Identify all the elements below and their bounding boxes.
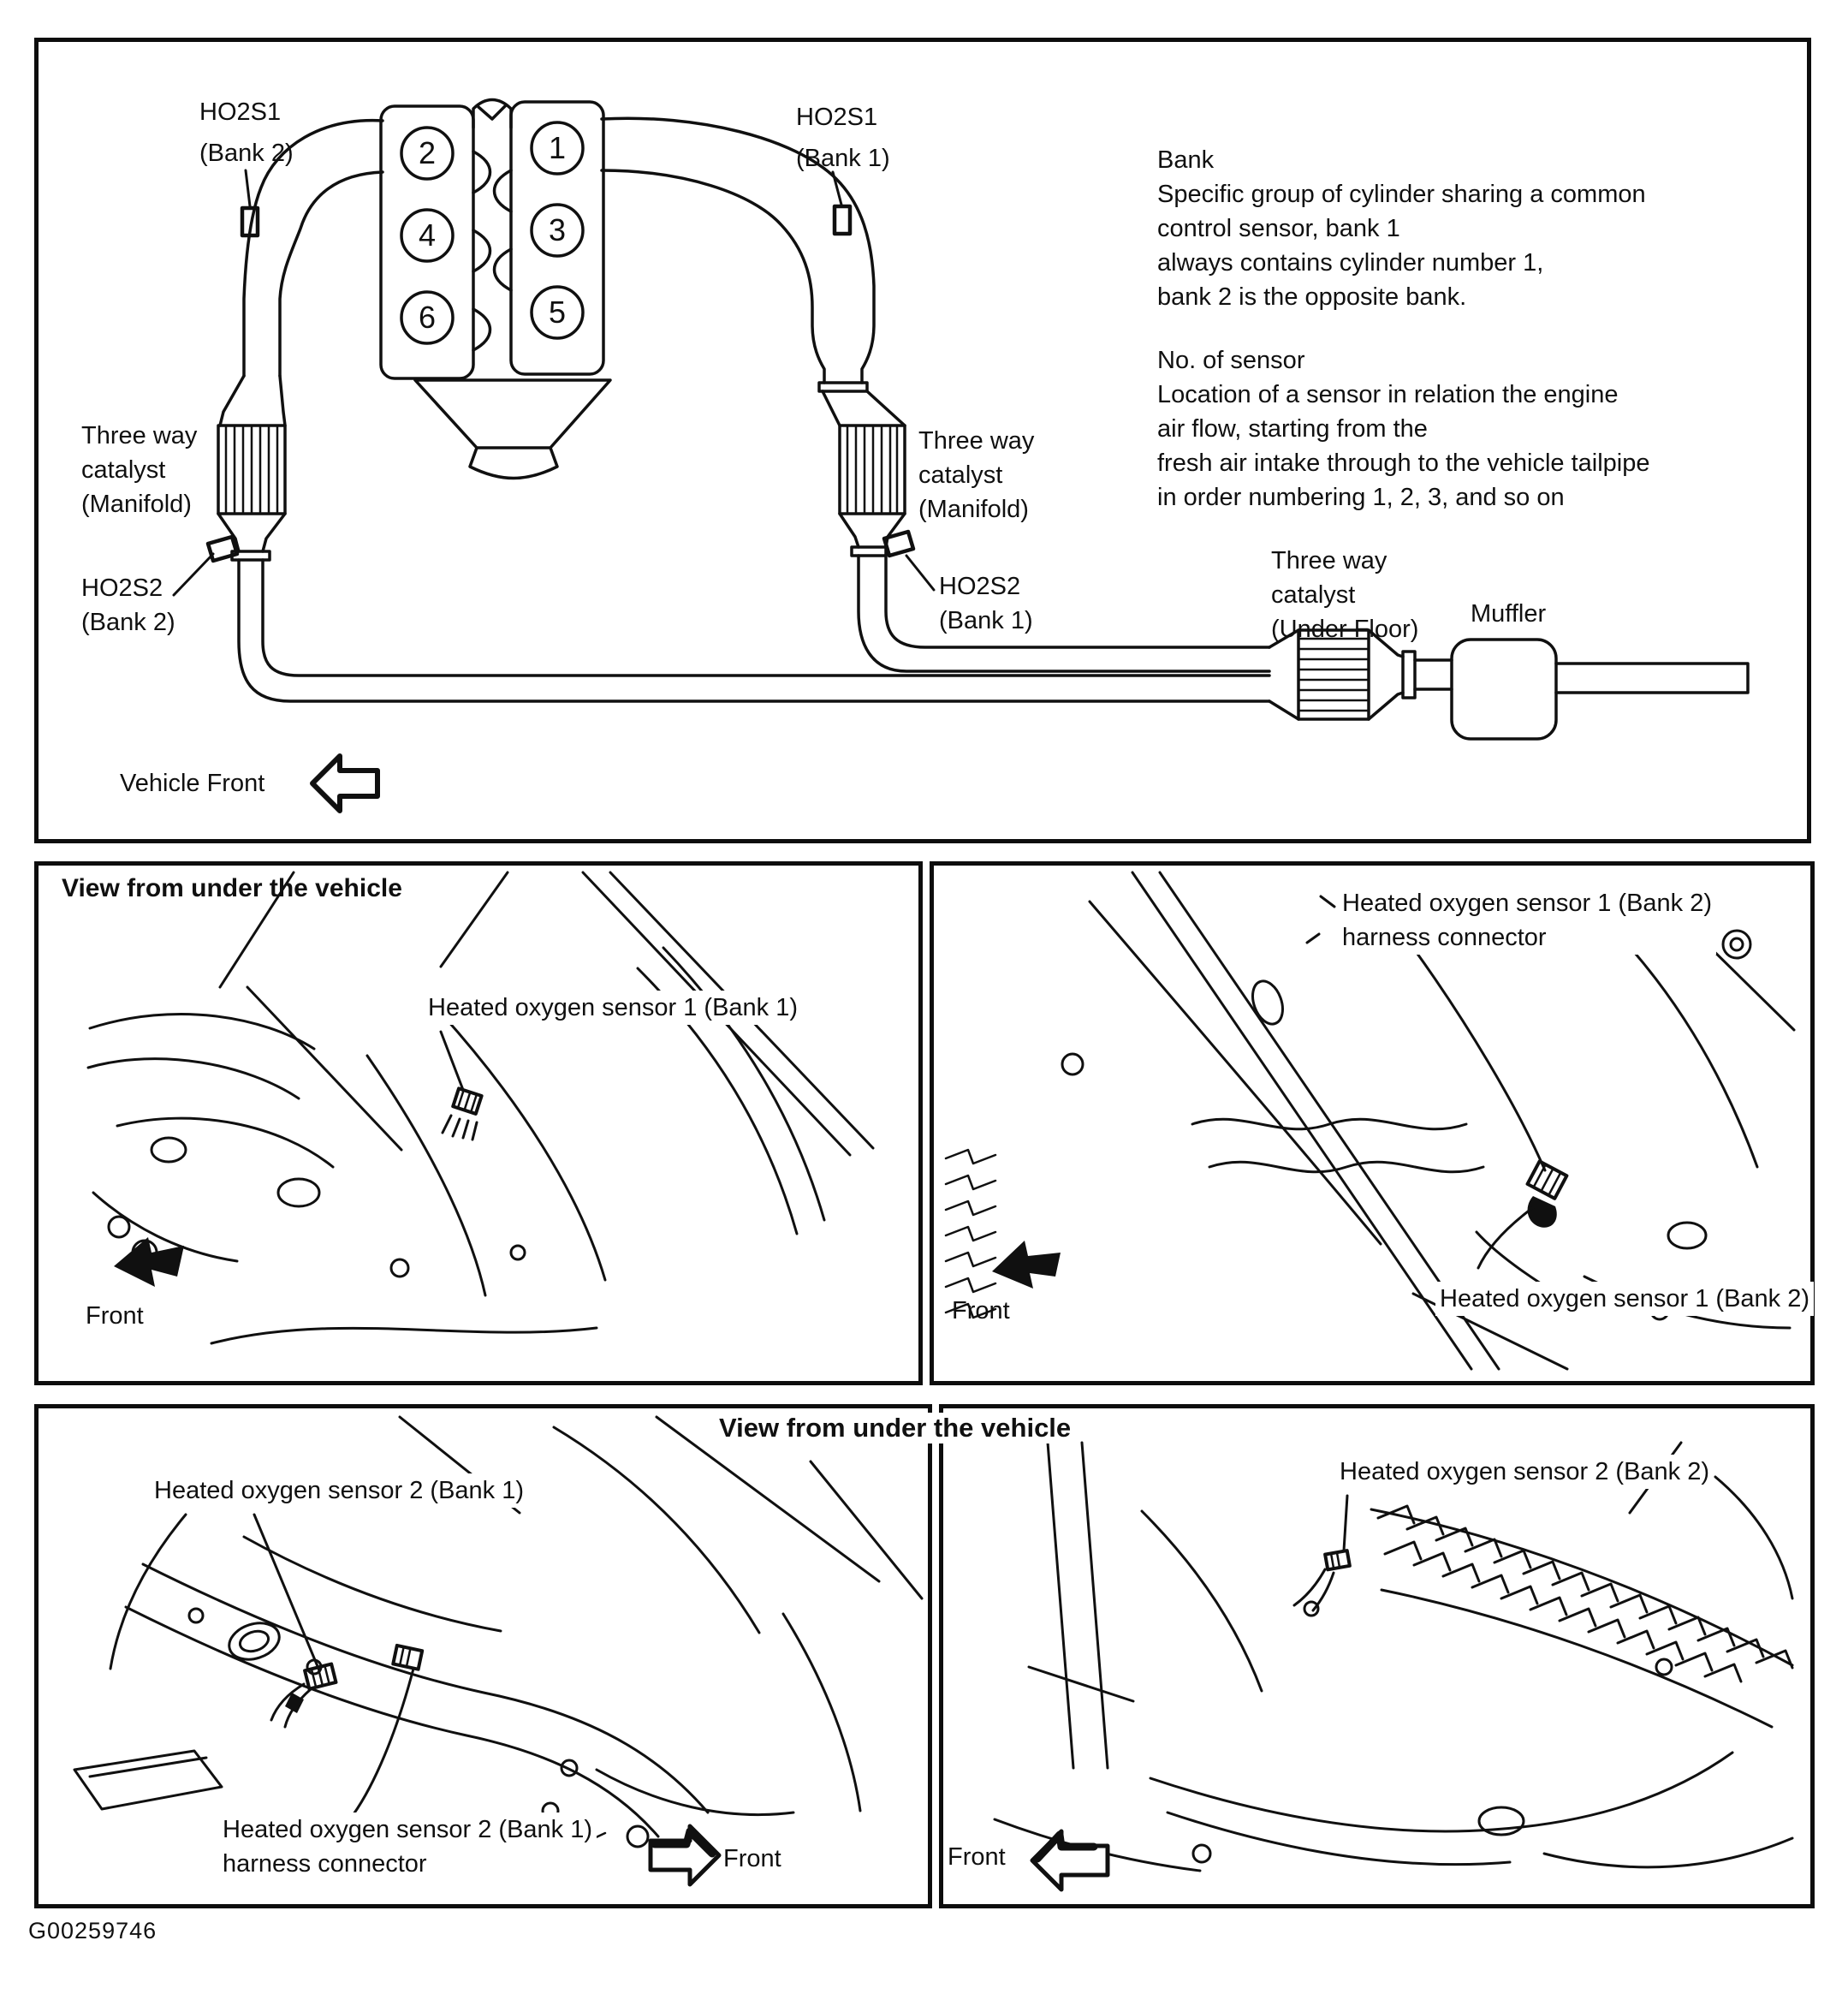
ho2s1-bank2-callout: Heated oxygen sensor 1 (Bank 2)	[1435, 1282, 1815, 1316]
ho2s1-bank1-sensor	[831, 170, 853, 236]
muffler-label: Muffler	[1471, 600, 1547, 628]
cylinder-2: 2	[419, 135, 436, 170]
front-label: Front	[952, 1297, 1010, 1324]
exhaust-schematic-drawing: 2 4 6 1 3 5	[172, 98, 1750, 813]
ho2s1-bank1-line1: HO2S1	[796, 104, 878, 131]
ho2s1-bank2-sensor	[240, 169, 260, 238]
vehicle-front-arrow-icon	[310, 753, 380, 813]
view-ho2s1-bank2-panel: Heated oxygen sensor 1 (Bank 2) harness …	[930, 861, 1815, 1385]
ho2s1-bank2-line1: HO2S1	[199, 98, 282, 126]
ho2s1-bank1-label: HO2S1 (Bank 1)	[796, 97, 890, 179]
figure-code: G00259746	[28, 1918, 157, 1943]
ho2s2-bank1-sensor	[882, 529, 936, 592]
cylinder-3: 3	[549, 212, 566, 247]
front-label: Front	[86, 1302, 144, 1330]
ho2s1-bank2-line2: (Bank 2)	[199, 140, 294, 167]
cylinder-1: 1	[549, 130, 566, 165]
front-arrow-icon	[114, 1237, 184, 1287]
bottom-view-title: View from under the vehicle	[710, 1413, 1080, 1443]
exhaust-pipe-bank2	[218, 118, 384, 427]
heat-shield-ribs	[1370, 1504, 1794, 1729]
view-ho2s2-bank1-panel: Heated oxygen sensor 2 (Bank 1) Heated o…	[34, 1404, 932, 1908]
front-arrow-icon	[1030, 1829, 1110, 1892]
front-label: Front	[948, 1843, 1006, 1871]
ho2s2-bank2-sensor-art	[1292, 1549, 1352, 1617]
ho2s1-bank2-connector-callout: Heated oxygen sensor 1 (Bank 2) harness …	[1338, 886, 1717, 955]
ho2s1-bank1-sensor-art	[439, 1030, 484, 1141]
view-title: View from under the vehicle	[62, 874, 402, 902]
front-arrow-icon	[648, 1824, 722, 1887]
undercar-line-art-ho2s2-bank1	[73, 1415, 924, 1887]
ho2s2-bank1-label: HO2S2 (Bank 1)	[939, 573, 1033, 634]
exhaust-downpipe-bank2	[237, 558, 1271, 703]
harness-connector-art	[1477, 1159, 1569, 1270]
exhaust-pipe-bank1	[600, 116, 906, 427]
three-way-catalyst-underfloor	[1268, 628, 1453, 721]
ho2s2-bank2-callout: Heated oxygen sensor 2 (Bank 2)	[1335, 1455, 1714, 1489]
ho2s2-bank1-connector-callout: Heated oxygen sensor 2 (Bank 1) harness …	[218, 1812, 597, 1881]
ho2s1-bank1-callout: Heated oxygen sensor 1 (Bank 1)	[424, 991, 803, 1025]
sensor-number-note: No. of sensor Location of a sensor in re…	[1157, 347, 1650, 511]
bank-definition-note: Bank Specific group of cylinder sharing …	[1157, 146, 1646, 311]
twc-manifold-left-label: Three way catalyst (Manifold)	[81, 422, 198, 518]
harness-connector-leader	[1411, 946, 1547, 1172]
engine-block	[379, 98, 612, 480]
ho2s1-bank1-line2: (Bank 1)	[796, 145, 890, 172]
cylinder-4: 4	[419, 217, 436, 253]
exhaust-downpipe-bank1	[857, 554, 1271, 673]
vehicle-front-label: Vehicle Front	[120, 770, 265, 797]
ho2s2-bank1-sensor-art	[270, 1662, 338, 1729]
view-ho2s1-bank1-panel: View from under the vehicle Heated oxyge…	[34, 861, 923, 1385]
cylinder-5: 5	[549, 295, 566, 330]
underhood-line-art-ho2s1-bank1	[86, 871, 875, 1345]
cylinder-6: 6	[419, 300, 436, 335]
harness-connector-art	[352, 1643, 425, 1816]
front-label: Front	[723, 1845, 781, 1872]
tailpipe	[1554, 662, 1750, 694]
muffler-shape	[1450, 638, 1558, 741]
ho2s2-bank2-label: HO2S2 (Bank 2)	[81, 574, 175, 636]
three-way-catalyst-manifold-bank1	[838, 424, 906, 557]
view-ho2s2-bank2-panel: Heated oxygen sensor 2 (Bank 2) Front	[939, 1404, 1815, 1908]
front-arrow-icon	[992, 1241, 1061, 1289]
ho2s1-bank2-label: HO2S1 (Bank 2)	[199, 92, 294, 174]
exhaust-system-schematic-panel: 2 4 6 1 3 5	[34, 38, 1811, 843]
cylinder-circles: 2 4 6 1 3 5	[400, 121, 585, 345]
twc-underfloor-label: Three way catalyst (Under Floor)	[1271, 547, 1419, 643]
ho2s2-bank2-sensor	[172, 534, 240, 597]
ho2s2-bank1-callout: Heated oxygen sensor 2 (Bank 1)	[150, 1473, 529, 1508]
twc-manifold-right-label: Three way catalyst (Manifold)	[918, 427, 1035, 523]
